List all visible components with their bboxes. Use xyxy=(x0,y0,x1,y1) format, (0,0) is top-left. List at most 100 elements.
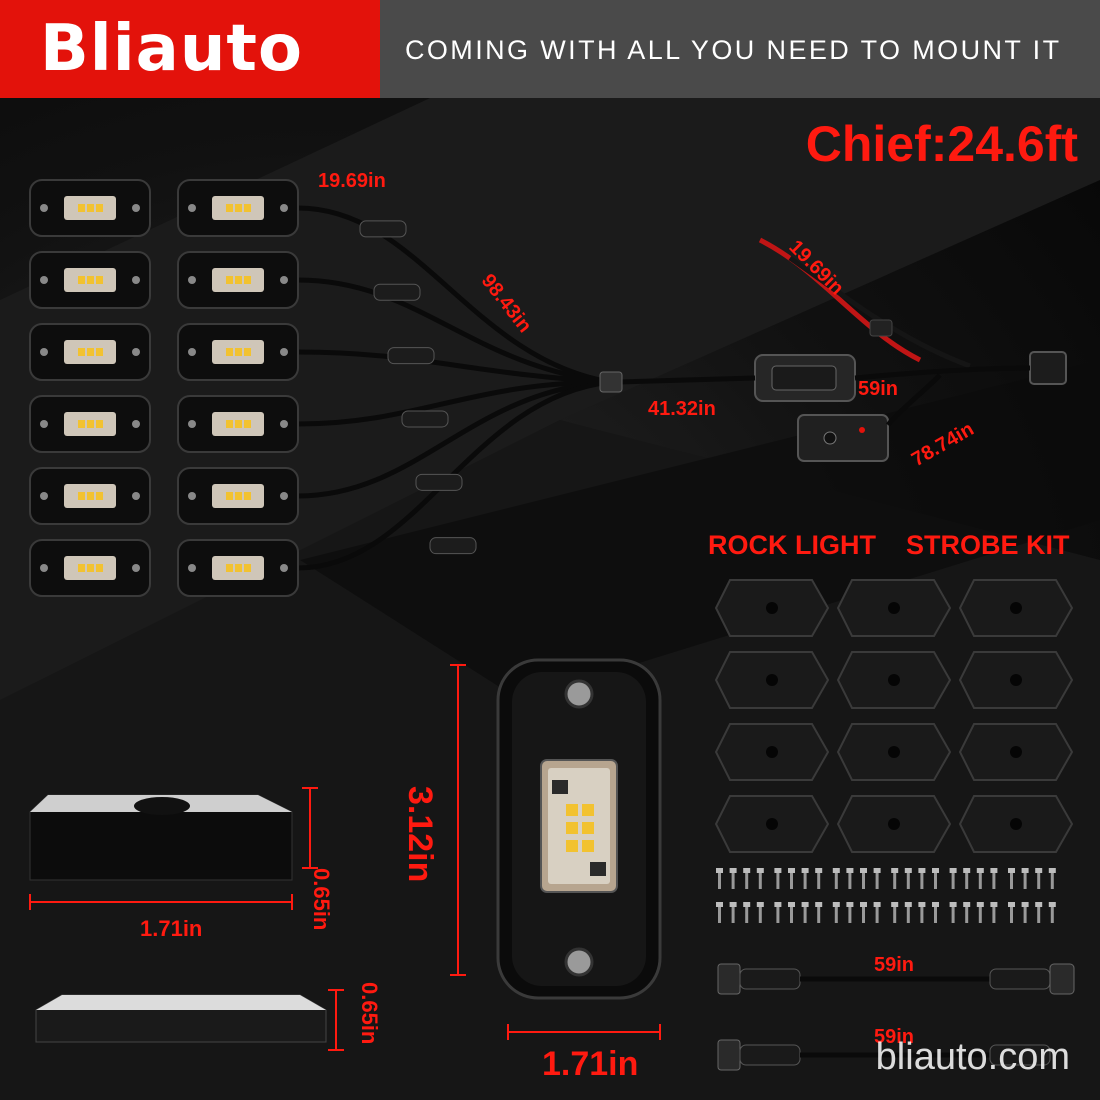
mounting-bracket xyxy=(836,579,952,637)
mounting-screw xyxy=(743,868,751,889)
rock-light-pod xyxy=(29,467,151,525)
switch-box xyxy=(797,414,889,462)
mounting-screw xyxy=(990,868,998,889)
mounting-bracket xyxy=(714,579,830,637)
logo-banner: Bliauto xyxy=(0,0,380,98)
mounting-screw xyxy=(860,868,867,889)
header-band xyxy=(380,0,1100,98)
extension-cable-2 xyxy=(717,1039,1051,1071)
mounting-screw xyxy=(860,902,867,923)
mounting-screw xyxy=(756,868,764,889)
mounting-bracket xyxy=(958,579,1074,637)
mounting-screw xyxy=(963,902,971,923)
side-view-bottom xyxy=(35,994,327,1043)
mounting-bracket xyxy=(958,723,1074,781)
rock-light-pod xyxy=(177,179,299,237)
wire-connector xyxy=(401,410,449,428)
mounting-screw xyxy=(891,868,899,889)
side-height-label-2: 0.65in xyxy=(357,982,382,1045)
extension-cable-1-length: 59in xyxy=(874,954,915,976)
mounting-screw xyxy=(832,868,840,889)
mounting-screw xyxy=(774,868,782,889)
rock-light-pod xyxy=(29,251,151,309)
mounting-screw xyxy=(990,902,998,923)
mounting-screw xyxy=(904,868,912,889)
rock-light-label: ROCK LIGHT xyxy=(708,530,876,560)
mounting-screw xyxy=(788,902,795,923)
mounting-bracket xyxy=(836,651,952,709)
mounting-screw xyxy=(729,868,737,889)
rock-light-pod xyxy=(177,395,299,453)
controller-box xyxy=(754,354,856,402)
rock-light-pod xyxy=(177,251,299,309)
mounting-bracket xyxy=(958,651,1074,709)
mounting-screw xyxy=(729,902,737,923)
mounting-screw xyxy=(918,868,926,889)
extension-cable-2-length: 59in xyxy=(874,1026,915,1048)
mounting-screw xyxy=(716,902,723,923)
mounting-screw xyxy=(932,868,939,889)
watermark: bliauto.com xyxy=(875,1036,1070,1078)
mounting-screw xyxy=(1048,902,1056,923)
mounting-screw xyxy=(904,902,912,923)
light-lead-length: 19.69in xyxy=(318,170,386,192)
wire-connector xyxy=(429,537,477,555)
mounting-screw xyxy=(873,868,881,889)
strobe-kit-label: STROBE KIT xyxy=(906,530,1070,560)
mounting-screw xyxy=(976,902,984,923)
controller-lead-length: 59in xyxy=(858,378,899,400)
mounting-bracket xyxy=(836,795,952,853)
rock-light-pod xyxy=(177,323,299,381)
mounting-screw xyxy=(815,902,823,923)
mounting-screw xyxy=(1021,902,1029,923)
extension-length: 41.32in xyxy=(648,398,716,420)
wire-connector xyxy=(415,473,463,491)
mounting-screw xyxy=(963,868,971,889)
chief-length: Chief:24.6ft xyxy=(805,116,1078,172)
mounting-screw xyxy=(1008,902,1015,923)
rock-light-pod xyxy=(29,395,151,453)
mounting-screw xyxy=(918,902,926,923)
mounting-bracket xyxy=(958,795,1074,853)
mounting-screw xyxy=(949,868,957,889)
mounting-screw xyxy=(1021,868,1029,889)
mounting-bracket xyxy=(714,723,830,781)
mounting-screw xyxy=(932,902,939,923)
side-height-label-1: 0.65in xyxy=(309,868,334,931)
mounting-bracket xyxy=(714,795,830,853)
brand-logo: Bliauto xyxy=(40,12,303,86)
rock-light-pod xyxy=(29,179,151,237)
rock-light-pod xyxy=(29,323,151,381)
mounting-screw xyxy=(801,868,809,889)
wire-connector xyxy=(373,283,421,301)
mounting-screw xyxy=(891,902,899,923)
mounting-screw xyxy=(1008,868,1015,889)
side-width-label: 1.71in xyxy=(140,916,203,941)
side-view-top xyxy=(29,794,293,881)
mounting-screw xyxy=(716,868,723,889)
mounting-screw xyxy=(774,902,782,923)
mounting-screw xyxy=(846,902,854,923)
rock-light-pod xyxy=(29,539,151,597)
extension-cable-1 xyxy=(717,963,1075,995)
mounting-screw xyxy=(846,868,854,889)
mounting-screw xyxy=(743,902,751,923)
mounting-screw xyxy=(1035,868,1043,889)
mounting-screw xyxy=(1035,902,1043,923)
rock-light-pod xyxy=(177,467,299,525)
pod-width-label: 1.71in xyxy=(542,1045,639,1083)
wire-connector xyxy=(359,220,407,238)
mounting-bracket xyxy=(714,651,830,709)
mounting-screw xyxy=(788,868,795,889)
mounting-screw xyxy=(832,902,840,923)
mounting-screw xyxy=(976,868,984,889)
pod-top-view xyxy=(496,658,662,1000)
mounting-screw xyxy=(801,902,809,923)
mounting-screw xyxy=(1048,868,1056,889)
pod-length-label: 3.12in xyxy=(401,786,439,883)
mounting-bracket xyxy=(836,723,952,781)
header-tagline: COMING WITH ALL YOU NEED TO MOUNT IT xyxy=(405,35,1062,65)
